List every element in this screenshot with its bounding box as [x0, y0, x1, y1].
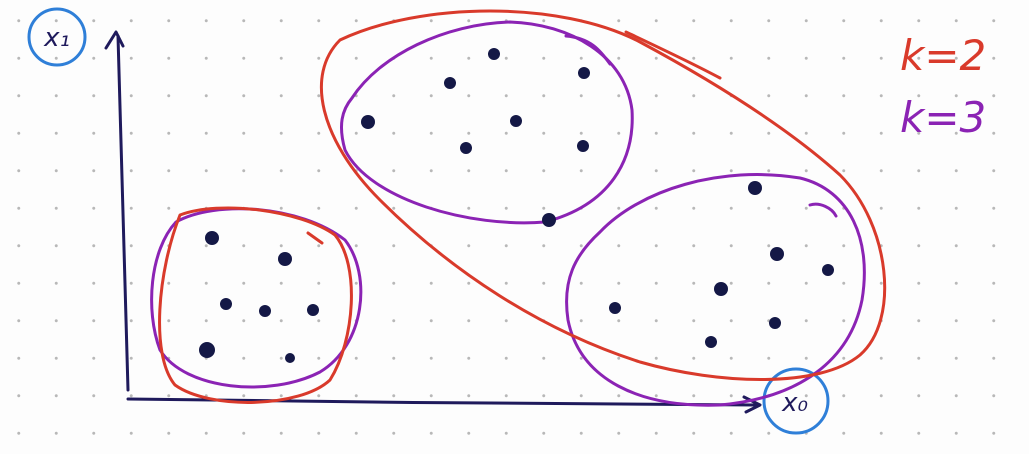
k2-annotation: k=2: [900, 31, 986, 80]
k2-cluster-bottom-left-outline: [158, 206, 353, 404]
data-point: [307, 304, 319, 316]
cluster-top-points: [361, 48, 590, 227]
data-point: [577, 140, 589, 152]
data-point: [705, 336, 717, 348]
k3-annotation: k=3: [900, 93, 986, 142]
data-point: [510, 115, 522, 127]
y-axis-arrowhead: [104, 30, 125, 50]
k3-cluster-top-outline-tail: [564, 34, 612, 66]
data-point: [769, 317, 781, 329]
data-point: [770, 247, 784, 261]
data-point: [714, 282, 728, 296]
k2-cluster-bottom-left-outline-tick: [306, 231, 324, 245]
data-point: [460, 142, 472, 154]
y-axis-label: x₁: [43, 23, 70, 53]
k3-cluster-right-outline-tail: [808, 202, 838, 218]
cluster-right-points: [609, 181, 834, 348]
data-point: [748, 181, 762, 195]
k2-cluster-large-outline: [319, 9, 887, 381]
data-point: [361, 115, 375, 129]
k3-cluster-right-outline: [565, 173, 866, 407]
data-point: [278, 252, 292, 266]
data-point: [578, 67, 590, 79]
data-point: [205, 231, 219, 245]
y-axis-label-circle: [27, 7, 87, 67]
data-point: [542, 213, 556, 227]
k2-cluster-large-outline-gap-stroke: [624, 30, 722, 80]
data-point: [444, 77, 456, 89]
y-axis-line: [116, 34, 130, 392]
data-point: [259, 305, 271, 317]
k3-cluster-bottom-left-outline: [150, 207, 363, 389]
data-point: [822, 264, 834, 276]
cluster-bottom-left-points: [199, 231, 319, 363]
data-point: [609, 302, 621, 314]
data-point: [220, 298, 232, 310]
data-point: [488, 48, 500, 60]
data-point: [199, 342, 215, 358]
x-axis-label-circle: [762, 367, 830, 435]
x-axis-label: x₀: [781, 388, 808, 418]
k3-cluster-top-outline: [340, 20, 634, 225]
data-point: [285, 353, 295, 363]
